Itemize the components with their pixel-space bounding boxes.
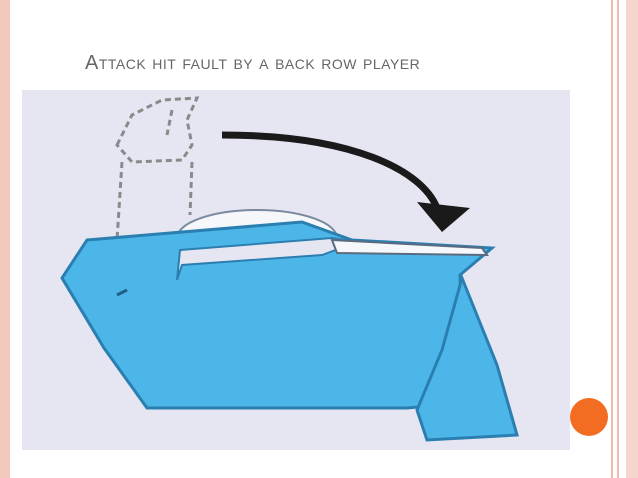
left-border-bar (0, 0, 10, 478)
arrow-head (417, 202, 470, 232)
inner-cutout (176, 236, 361, 281)
motion-arrow (221, 131, 441, 210)
detail-mark (116, 288, 128, 297)
orange-dot-icon (570, 398, 608, 436)
raised-hand-dashed (115, 96, 200, 241)
blue-leg (415, 273, 519, 442)
attack-fault-illustration (22, 90, 570, 450)
right-border-bar (626, 0, 638, 478)
pointing-finger (330, 238, 489, 257)
right-border-line (617, 0, 619, 478)
right-border-line (611, 0, 613, 478)
slide-title: Attack hit fault by a back row player (85, 52, 421, 74)
